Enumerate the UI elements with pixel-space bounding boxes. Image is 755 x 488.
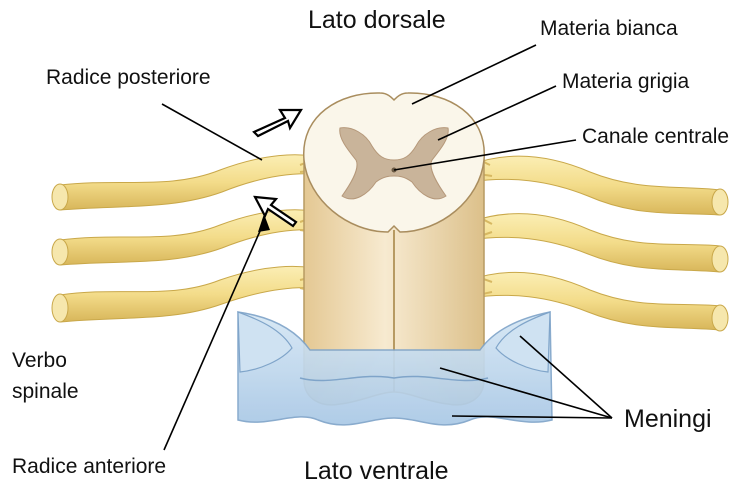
efferent-arrow-icon [254,110,301,136]
label-materia-grigia: Materia grigia [562,70,689,94]
right-nerve-end-3 [712,305,728,331]
label-meningi: Meningi [624,405,712,434]
right-nerve-ends [712,189,728,331]
left-spinal-nerves [60,155,330,322]
right-nerve-lower [470,272,720,330]
right-nerve-upper [470,156,720,215]
right-spinal-nerves [470,156,720,330]
left-nerve-lower [60,266,330,322]
label-radice-posteriore: Radice posteriore [46,66,211,90]
label-lato-ventrale: Lato ventrale [304,457,449,486]
label-lato-dorsale: Lato dorsale [308,6,446,35]
left-nerve-end-1 [52,184,68,210]
label-spinale: spinale [12,380,79,404]
label-canale-centrale: Canale centrale [582,125,729,149]
label-verbo: Verbo [12,349,67,373]
right-nerve-end-2 [712,246,728,272]
label-radice-anteriore: Radice anteriore [12,455,166,479]
leader-radice-posteriore [162,104,262,160]
right-nerve-end-1 [712,189,728,215]
left-nerve-ends [52,184,68,322]
left-nerve-upper [60,155,330,210]
left-nerve-end-3 [52,294,68,322]
right-nerve-middle [470,214,720,272]
label-materia-bianca: Materia bianca [540,17,678,41]
leader-materia-bianca [412,45,536,104]
left-nerve-end-2 [52,239,68,265]
